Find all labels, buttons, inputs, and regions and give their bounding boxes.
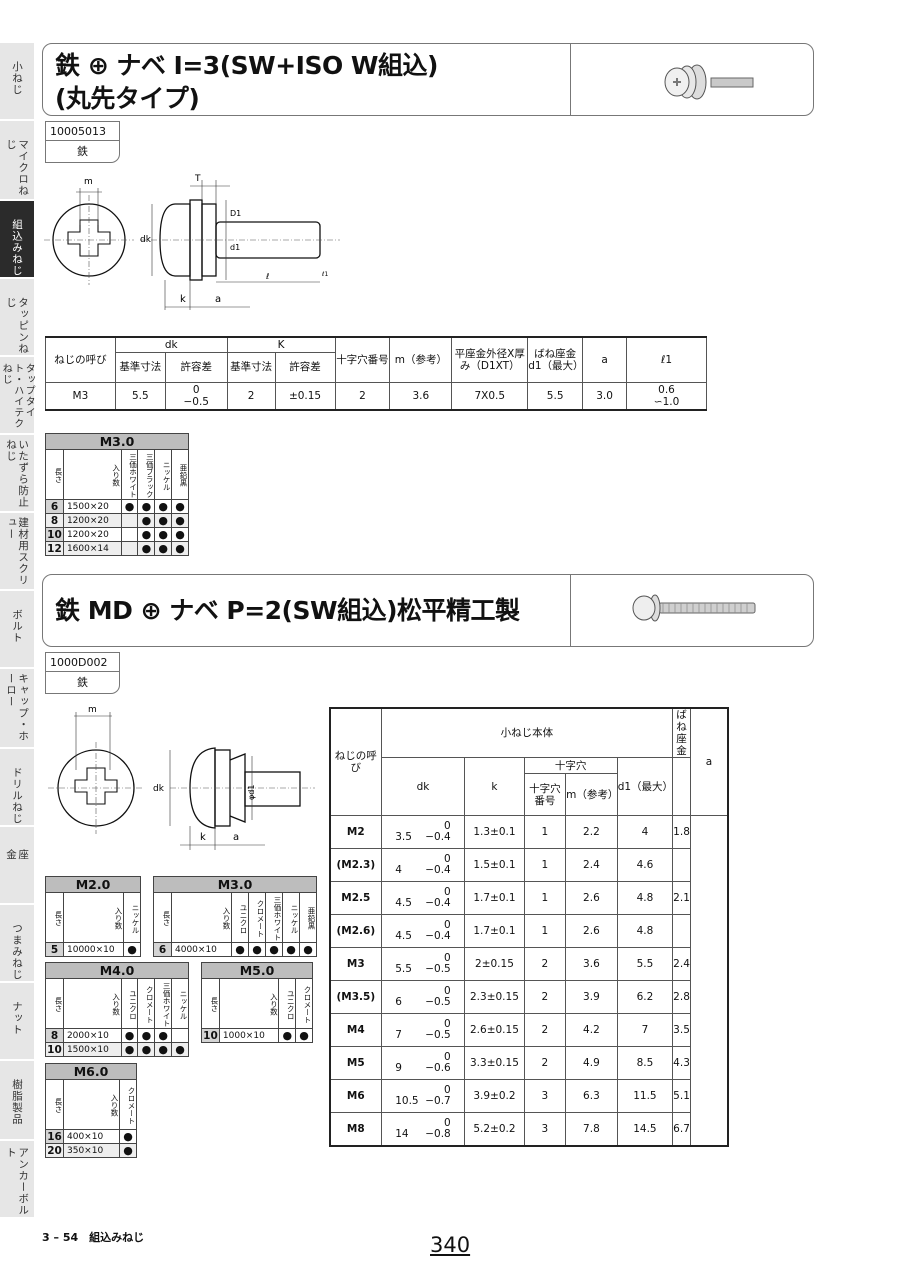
sidebar-tab-cap[interactable]: キャップ・ホーロー	[0, 669, 34, 749]
product1-drawing: m dk T D1 d1 ℓ ℓ1 k a	[44, 174, 340, 310]
svg-text:k: k	[180, 294, 186, 305]
sidebar-tab-tapping[interactable]: タッピンねじ	[0, 279, 34, 357]
product1-spec-table: ねじの呼び dk K 十字穴番号 m（参考） 平座金外径X厚み（D1XT） ばね…	[45, 336, 707, 411]
product2-code-box: 1000D002 鉄	[45, 652, 120, 694]
product2-header: 鉄 MD ⊕ ナベ P=2(SW組込)松平精工製	[42, 574, 814, 647]
sidebar-tab-tsumami[interactable]: つまみねじ	[0, 905, 34, 983]
svg-text:d1: d1	[230, 243, 240, 252]
sidebar-tab-kone[interactable]: 小ねじ	[0, 43, 34, 121]
footer-section: 3 – 54 組込みねじ	[42, 1231, 145, 1244]
svg-text:ℓ1: ℓ1	[321, 271, 328, 278]
product1-header: 鉄 ⊕ ナベ I=3(SW+ISO W組込) (丸先タイプ)	[42, 43, 814, 116]
table-row: M3 5.5 0−0.5 2 ±0.15 2 3.6 7X0.5 5.5 3.0…	[45, 381, 707, 411]
sidebar-tab-drill[interactable]: ドリルねじ	[0, 749, 34, 827]
sidebar-tab-micro[interactable]: マイクロねじ	[0, 121, 34, 201]
svg-text:dk: dk	[153, 784, 165, 794]
page-number: 340	[430, 1233, 471, 1257]
svg-text:ℓ: ℓ	[265, 272, 269, 281]
svg-text:a: a	[215, 294, 221, 305]
svg-text:m: m	[84, 177, 93, 187]
sidebar-tab-nut[interactable]: ナット	[0, 983, 34, 1061]
sidebar-tab-anchor[interactable]: アンカーボルト	[0, 1141, 34, 1219]
svg-text:m: m	[88, 705, 97, 715]
svg-text:D1: D1	[230, 209, 241, 218]
product2-material: 鉄	[77, 676, 88, 689]
product2-code: 1000D002	[46, 653, 119, 672]
svg-text:dk: dk	[140, 235, 152, 245]
sidebar-tab-zagane[interactable]: 座金	[0, 827, 34, 905]
product1-title: 鉄 ⊕ ナベ I=3(SW+ISO W組込) (丸先タイプ)	[55, 51, 438, 113]
product2-photo	[632, 594, 756, 622]
sidebar-tab-kumikomi[interactable]: 組込みねじ	[0, 201, 34, 279]
sidebar-tab-bolt[interactable]: ボルト	[0, 591, 34, 669]
product1-code: 10005013	[46, 122, 119, 141]
product1-code-box: 10005013 鉄	[45, 121, 120, 163]
svg-text:T: T	[194, 174, 201, 184]
svg-text:a: a	[233, 832, 239, 843]
sidebar-tab-tamper[interactable]: いたずら防止ねじ	[0, 435, 34, 513]
sidebar-tab-kenzai[interactable]: 建材用スクリュー	[0, 513, 34, 591]
product2-drawing: m dk φd1 k a	[48, 705, 315, 850]
svg-text:k: k	[200, 832, 206, 843]
product1-material: 鉄	[77, 145, 88, 158]
sidebar-tab-jushi[interactable]: 樹脂製品	[0, 1061, 34, 1141]
sidebar-tab-taptite[interactable]: タップタイト・ハイテクねじ	[0, 357, 34, 435]
product2-spec-table: ねじの呼び 小ねじ本体 ばね座金 a dk k 十字穴 d1（最大） 十字穴番号…	[329, 707, 729, 1147]
svg-text:φd1: φd1	[247, 785, 256, 800]
product1-photo	[664, 64, 754, 100]
product2-title: 鉄 MD ⊕ ナベ P=2(SW組込)松平精工製	[55, 596, 520, 625]
